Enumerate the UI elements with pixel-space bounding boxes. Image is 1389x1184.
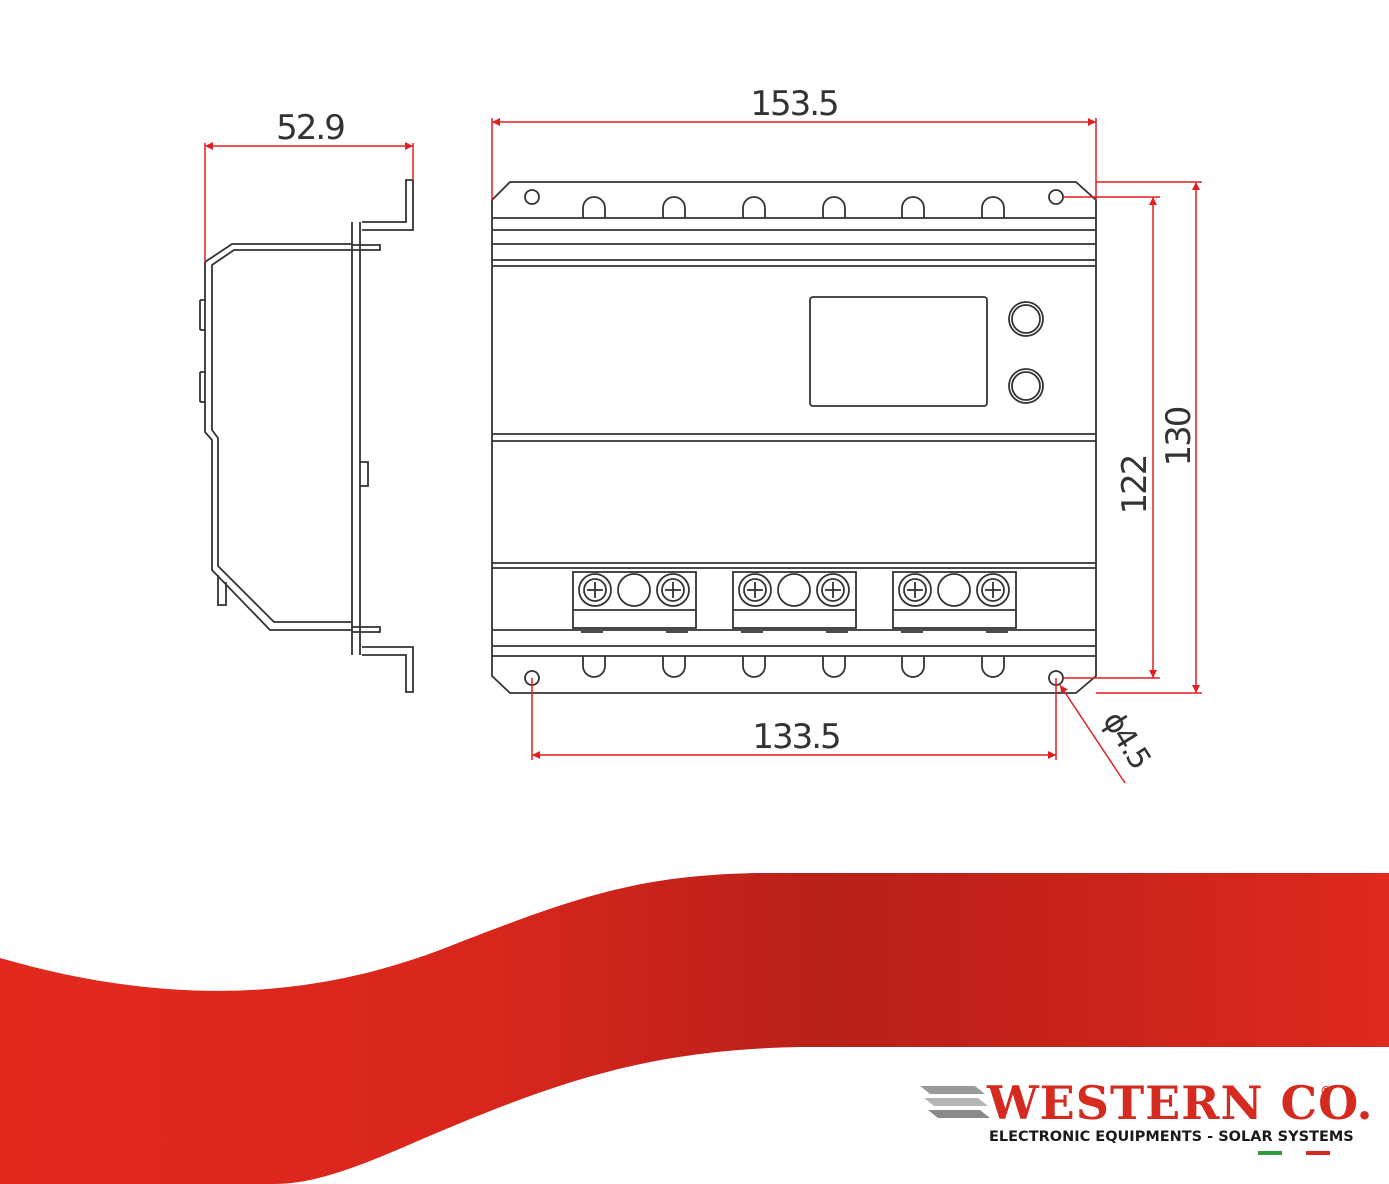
terminal-block xyxy=(732,571,857,633)
vent-slot xyxy=(582,656,606,678)
dim-side-depth: 52.9 xyxy=(276,108,344,148)
vent-slot xyxy=(582,196,606,218)
screw-icon xyxy=(816,573,850,607)
side-view xyxy=(199,179,414,693)
italian-flag-icon xyxy=(1258,1151,1330,1155)
dim-hole-diameter: ϕ4.5 xyxy=(1095,705,1156,774)
screw-icon xyxy=(898,573,932,607)
vent-slot xyxy=(822,196,846,218)
dim-mount-spacing: 133.5 xyxy=(752,717,839,757)
dim-front-width: 153.5 xyxy=(750,84,837,124)
terminal-hole xyxy=(937,573,971,607)
terminal-block xyxy=(572,571,697,633)
vent-slot xyxy=(662,196,686,218)
vent-slot xyxy=(981,196,1005,218)
dimension-labels: 52.9 153.5 133.5 122 130 ϕ4.5 xyxy=(276,84,1199,774)
vent-slot xyxy=(742,656,766,678)
terminal-block xyxy=(892,571,1017,633)
screw-icon xyxy=(578,573,612,607)
terminal-hole xyxy=(617,573,651,607)
dimension-lines xyxy=(204,118,1202,784)
red-wave-banner xyxy=(0,873,1389,1184)
screw-icon xyxy=(976,573,1010,607)
registered-mark: ® xyxy=(1320,1084,1332,1098)
front-view xyxy=(491,181,1097,694)
dim-total-height: 130 xyxy=(1159,407,1199,466)
brand-logo: WESTERN CO. ® ELECTRONIC EQUIPMENTS - SO… xyxy=(920,1076,1374,1155)
screw-icon xyxy=(738,573,772,607)
dim-inner-height: 122 xyxy=(1115,456,1155,515)
vent-slot xyxy=(901,196,925,218)
vent-slot xyxy=(742,196,766,218)
terminal-hole xyxy=(777,573,811,607)
vent-slot xyxy=(981,656,1005,678)
brand-tagline: ELECTRONIC EQUIPMENTS - SOLAR SYSTEMS xyxy=(989,1129,1354,1145)
vent-slots xyxy=(582,196,1005,678)
vent-slot xyxy=(662,656,686,678)
screw-icon xyxy=(656,573,690,607)
terminal-blocks xyxy=(572,571,1017,633)
vent-slot xyxy=(901,656,925,678)
vent-slot xyxy=(822,656,846,678)
brand-name: WESTERN CO. xyxy=(986,1076,1374,1130)
wind-lines-icon xyxy=(920,1086,990,1118)
